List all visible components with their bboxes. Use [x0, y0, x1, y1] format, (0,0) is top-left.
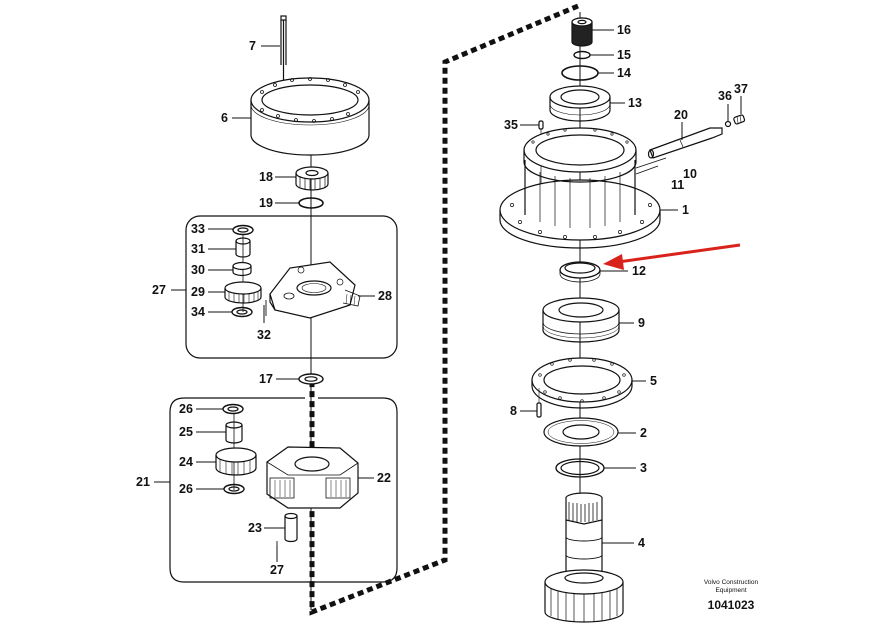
- label-part-2: 2: [640, 426, 647, 440]
- part-22-planet-carrier: [266, 446, 359, 509]
- dashed-connection-line: [309, 3, 579, 616]
- part-4-pinion-shaft: [544, 492, 624, 623]
- part-23-pin: [284, 512, 298, 543]
- label-group-21: 21: [136, 475, 150, 489]
- part-29-planet-carrier: [269, 261, 361, 319]
- label-part-32: 31: [191, 242, 205, 256]
- part-6-ring-gear: [250, 77, 370, 156]
- label-part-16: 16: [617, 23, 631, 37]
- part-37-plug: [733, 114, 746, 125]
- part-1-housing: [499, 127, 661, 249]
- label-part-34-top: 33: [191, 222, 205, 236]
- label-part-10: 10: [683, 167, 697, 181]
- label-part-27: 27: [270, 563, 284, 577]
- credit-company-line1: Volvo Construction: [703, 579, 759, 586]
- label-part-33: 32: [257, 328, 271, 342]
- leader-lines: [154, 29, 742, 562]
- label-part-36: 36: [718, 89, 732, 103]
- part-2-plate: [543, 417, 619, 447]
- label-part-5: 5: [650, 374, 657, 388]
- label-part-35: 35: [504, 118, 518, 132]
- label-part-4: 4: [638, 536, 645, 550]
- part-7-bolt: [280, 15, 287, 80]
- label-part-34-bottom: 34: [191, 305, 205, 319]
- part-20-tube: [647, 127, 723, 159]
- group-21-frame: [169, 397, 398, 583]
- part-12-seal: [559, 261, 601, 283]
- group-28-frame: [185, 215, 398, 359]
- label-part-22: 22: [377, 471, 391, 485]
- part-5-flange: [531, 357, 633, 409]
- part-36-oring: [724, 120, 732, 128]
- label-part-15: 15: [617, 48, 631, 62]
- label-part-6: 6: [221, 111, 228, 125]
- label-part-8: 8: [510, 404, 517, 418]
- part-34-washer-bottom: [231, 306, 253, 318]
- label-part-19: 19: [259, 196, 273, 210]
- label-part-26-top: 26: [179, 402, 193, 416]
- part-17-washer: [298, 373, 324, 385]
- label-part-13: 13: [628, 96, 642, 110]
- label-part-18: 18: [259, 170, 273, 184]
- credit-company-line2: Equipment: [715, 587, 747, 594]
- label-part-37: 37: [734, 82, 748, 96]
- label-part-25: 25: [179, 425, 193, 439]
- part-24-planet-gear: [215, 447, 257, 476]
- highlight-arrow: [603, 243, 741, 270]
- part-8-bolt: [536, 388, 542, 418]
- label-part-31: 30: [191, 263, 205, 277]
- part-18-sun-gear: [295, 166, 329, 191]
- part-30-planet-gear: [224, 281, 262, 304]
- label-part-9: 9: [638, 316, 645, 330]
- label-part-24: 24: [179, 455, 193, 469]
- part-34-washer-top: [232, 224, 254, 236]
- label-part-14: 14: [617, 66, 631, 80]
- label-part-11: 11: [671, 178, 685, 192]
- label-part-12: 12: [632, 264, 646, 278]
- part-15-washer: [573, 50, 591, 60]
- label-group-28: 27: [152, 283, 166, 297]
- part-16-bearing: [571, 17, 593, 47]
- part-26-washer-top: [222, 403, 244, 415]
- part-10-line: [635, 157, 667, 169]
- part-31-bearing: [232, 261, 252, 277]
- drawing-number: 1041023: [707, 598, 755, 612]
- label-part-23: 23: [248, 521, 262, 535]
- label-part-26-bottom: 26: [179, 482, 193, 496]
- label-part-1: 1: [682, 203, 689, 217]
- credit-block: Volvo Construction Equipment 1041023: [688, 579, 774, 612]
- label-part-30: 29: [191, 285, 205, 299]
- part-9-bearing: [542, 297, 620, 343]
- label-part-29: 28: [378, 289, 392, 303]
- part-13-roller-bearing: [549, 85, 611, 122]
- label-part-3: 3: [640, 461, 647, 475]
- label-part-20: 20: [674, 108, 688, 122]
- part-11-line: [635, 165, 659, 175]
- label-part-17: 17: [259, 372, 273, 386]
- label-part-7: 7: [249, 39, 256, 53]
